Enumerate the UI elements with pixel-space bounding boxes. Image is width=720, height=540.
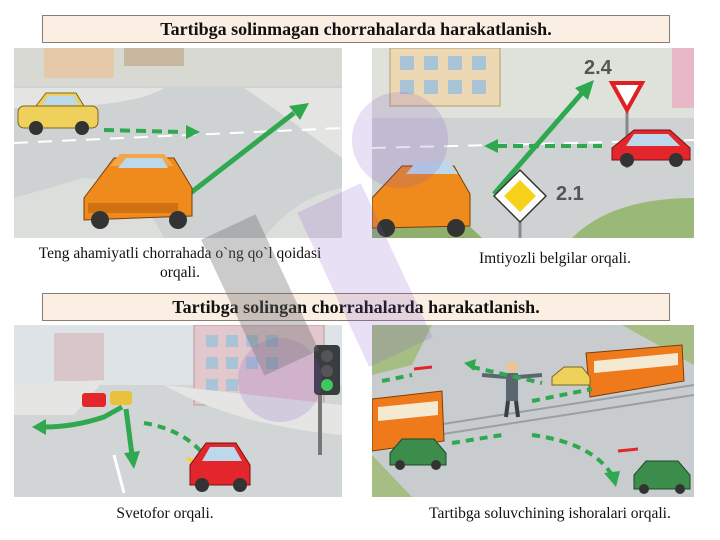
tram-left [372,390,445,452]
tram-right [585,344,685,398]
illustration-traffic-controller [372,325,694,497]
traffic-controller [481,361,543,418]
car-orange [83,154,193,229]
car-yellow [551,366,591,386]
car-orange [372,162,471,237]
caption-priority-signs: Imtiyozli belgilar orqali. [479,250,631,267]
caption-traffic-light: Svetofor orqali. [116,505,214,522]
section-title-regulated: Tartibga solingan chorrahalarda harakatl… [42,293,670,321]
car-red [186,442,251,492]
sign-label-yield: 2.4 [584,57,613,79]
sign-label-main-road: 2.1 [556,183,584,205]
illustration-right-hand-rule [14,48,342,238]
car-yellow [17,92,99,135]
car-green-2 [633,460,691,494]
caption-right-hand-rule: Teng ahamiyatli chorrahada o`ng qo`l qoi… [38,245,322,281]
car-red [611,129,691,167]
caption-traffic-controller: Tartibga soluvchining ishoralari orqali. [429,505,671,522]
illustration-priority-signs: 2.4 2.1 [372,48,694,238]
section-title-unregulated: Tartibga solinmagan chorrahalarda haraka… [42,15,670,43]
car-green [389,438,447,470]
illustration-traffic-light [14,325,342,497]
